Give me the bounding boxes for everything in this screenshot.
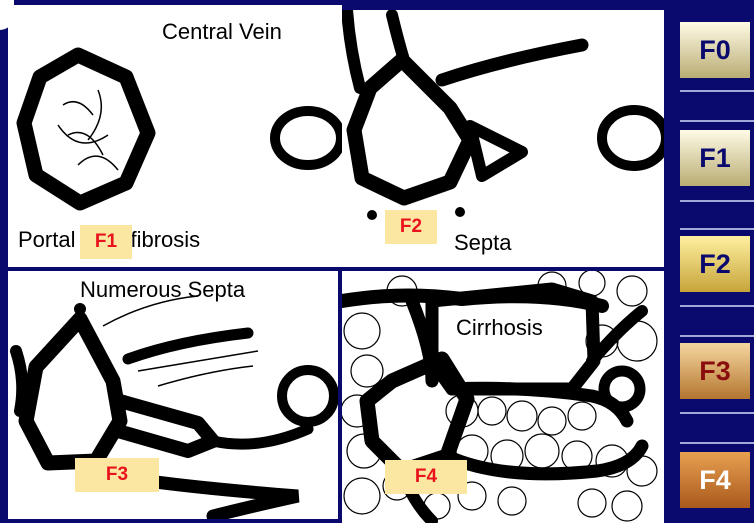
- panel-bottom-left: Numerous Septa: [8, 271, 338, 519]
- stage-button-f4[interactable]: F4: [680, 452, 750, 508]
- stage-button-f3[interactable]: F3: [680, 343, 750, 399]
- numerous-septa-heading: Numerous Septa: [80, 277, 245, 303]
- stage-divider: [680, 200, 754, 202]
- stage-divider: [680, 120, 754, 122]
- panel-tag-f4: F4: [385, 460, 467, 494]
- panel-tag-f3: F3: [75, 458, 159, 492]
- stage-button-f2[interactable]: F2: [680, 236, 750, 292]
- stage-button-f0[interactable]: F0: [680, 22, 750, 78]
- panel-top-left: Central Vein Portal tract fibrosis: [8, 5, 342, 267]
- central-vein-heading: Central Vein: [162, 19, 282, 45]
- cirrhosis-heading: Cirrhosis: [452, 315, 547, 341]
- stage-divider: [680, 90, 754, 92]
- panel-tag-f2: F2: [385, 210, 437, 244]
- septa-caption: Septa: [454, 230, 512, 256]
- stage-button-f1[interactable]: F1: [680, 130, 750, 186]
- numerous-septa-drawing: [8, 271, 338, 519]
- stage-divider: [680, 412, 754, 414]
- stage-divider: [680, 228, 754, 230]
- stage-divider: [680, 305, 754, 307]
- panel-tag-f1: F1: [80, 225, 132, 259]
- stage-divider: [680, 442, 754, 444]
- stage-divider: [680, 335, 754, 337]
